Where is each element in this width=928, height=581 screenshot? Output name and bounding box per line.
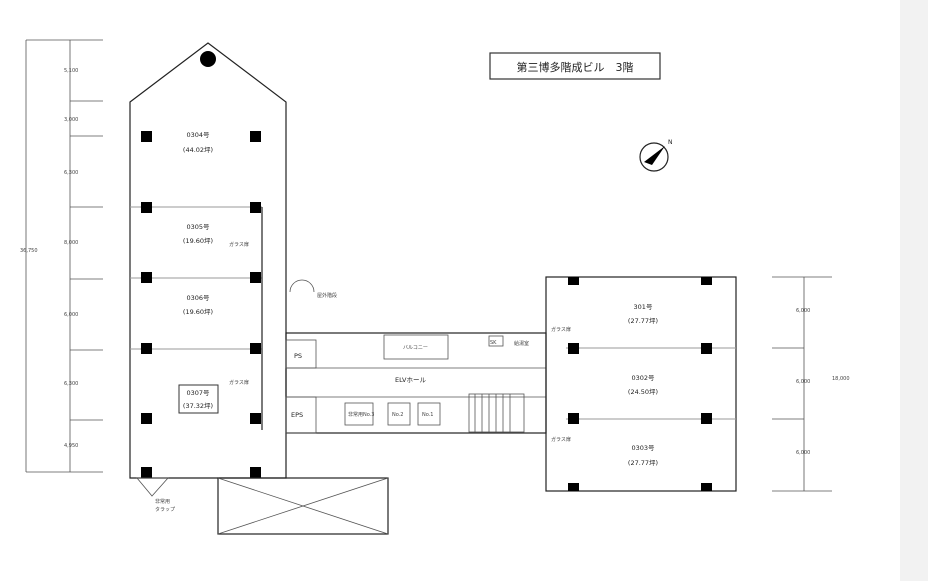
outer-stairs-label: 屋外階段 — [317, 292, 337, 299]
balcony-label: バルコニー — [403, 345, 428, 351]
column-round — [200, 51, 216, 67]
unit-0302[interactable]: 0302号 (24.50坪) — [628, 374, 658, 396]
unit-id: 0307号 — [186, 389, 210, 397]
stairs — [468, 393, 525, 433]
glass-door-label: ガラス扉 — [551, 326, 571, 333]
ladder-label: 非常用 — [155, 498, 170, 505]
unit-0304[interactable]: 0304号 (44.02坪) — [183, 131, 213, 154]
dim-left: 8,000 — [64, 240, 78, 246]
elevator-label: No.1 — [422, 412, 433, 418]
unit-area: (24.50坪) — [628, 388, 658, 396]
north-label: N — [668, 139, 673, 146]
sk-label: SK — [490, 340, 497, 346]
floor-plan: 36,750 5,100 3,000 6,300 8,000 6,000 6,3… — [20, 39, 850, 535]
plan-title: 第三博多階成ビル 3階 — [517, 60, 634, 74]
dim-total-right: 18,000 — [832, 376, 850, 382]
glass-door-label: ガラス扉 — [229, 379, 249, 386]
dim-left: 4,950 — [64, 443, 78, 449]
glass-door-label: ガラス扉 — [229, 241, 249, 248]
unit-301[interactable]: 301号 (27.77坪) — [628, 303, 658, 325]
west-wing-outline — [129, 42, 287, 479]
unit-0303[interactable]: 0303号 (27.77坪) — [628, 444, 658, 467]
eps-label: EPS — [291, 411, 303, 419]
unit-area: (44.02坪) — [183, 146, 213, 154]
kitchen-label: 給湯室 — [514, 340, 529, 347]
elv-hall-label: ELVホール — [395, 376, 426, 384]
elevator-2 — [387, 402, 411, 426]
dim-left: 6,300 — [64, 170, 78, 176]
unit-id: 0303号 — [631, 444, 655, 452]
unit-0307[interactable]: 0307号 (37.32坪) — [178, 384, 219, 414]
columns-east — [568, 277, 712, 491]
ps-label: PS — [294, 352, 302, 360]
outer-stairs — [289, 279, 315, 293]
unit-id: 0304号 — [186, 131, 210, 139]
unit-area: (37.32坪) — [183, 402, 213, 410]
dim-left: 6,000 — [64, 312, 78, 318]
title-box — [489, 52, 661, 80]
unit-id: 0306号 — [186, 294, 210, 302]
unit-area: (27.77坪) — [628, 317, 658, 325]
left-dimensions: 36,750 5,100 3,000 6,300 8,000 6,000 6,3… — [20, 39, 103, 473]
dim-right: 6,000 — [796, 450, 810, 456]
elevator-label: No.2 — [392, 412, 403, 418]
elevator-label: 非常用No.3 — [348, 411, 374, 418]
glass-door-label: ガラス扉 — [551, 436, 571, 443]
scrollbar-area — [900, 0, 928, 581]
unit-id: 0305号 — [186, 223, 210, 231]
columns-west — [141, 131, 261, 478]
north-arrow-icon: N — [639, 139, 673, 172]
ladder-label: タラップ — [155, 506, 175, 513]
unit-id: 0302号 — [631, 374, 655, 382]
ladder-area — [217, 477, 389, 535]
east-wing-outline — [545, 276, 737, 492]
dim-right: 6,000 — [796, 379, 810, 385]
dim-left: 6,300 — [64, 381, 78, 387]
unit-0306[interactable]: 0306号 (19.60坪) — [183, 294, 213, 316]
elevator-1 — [417, 402, 441, 426]
unit-area: (27.77坪) — [628, 459, 658, 467]
unit-0305[interactable]: 0305号 (19.60坪) — [183, 223, 213, 245]
unit-area: (19.60坪) — [183, 308, 213, 316]
dim-left: 5,100 — [64, 68, 78, 74]
dim-right: 6,000 — [796, 308, 810, 314]
dim-left: 3,000 — [64, 117, 78, 123]
unit-id: 301号 — [634, 303, 653, 311]
right-dimensions: 6,000 6,000 6,000 18,000 — [772, 276, 850, 492]
elevator-emergency — [344, 402, 374, 426]
unit-area: (19.60坪) — [183, 237, 213, 245]
dim-total-left: 36,750 — [20, 248, 38, 254]
